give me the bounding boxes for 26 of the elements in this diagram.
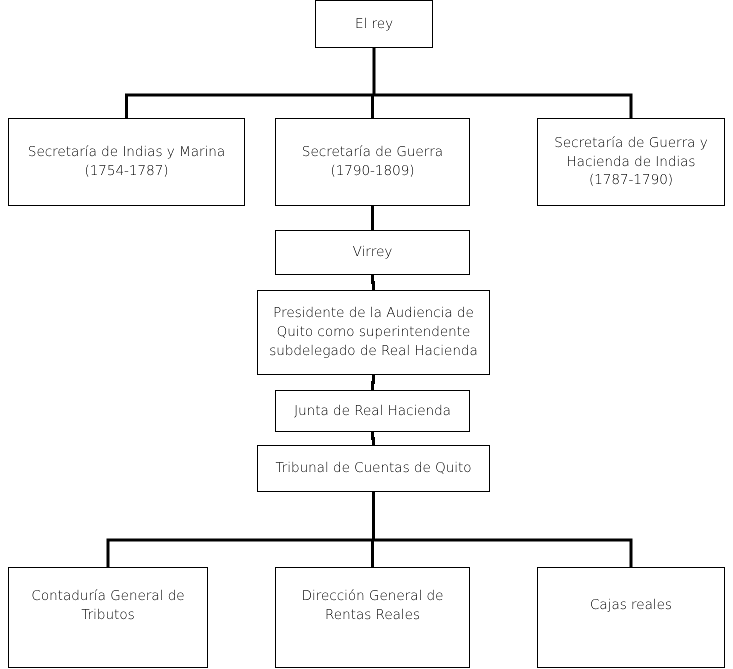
org-box (315, 0, 433, 48)
org-box (257, 290, 490, 375)
org-box (275, 230, 470, 275)
org-box (537, 118, 725, 206)
org-box (275, 118, 470, 206)
connector-line (371, 274, 375, 292)
connector-line (371, 204, 374, 232)
box-label: Secretaría de Indias y Marina (1754-1787) (26, 143, 226, 181)
connector-line (371, 374, 375, 392)
org-box (275, 390, 470, 432)
box-label: Secretaría de Guerra (1790-1809) (300, 143, 444, 181)
box-label: Cajas reales (590, 596, 672, 615)
org-box (257, 445, 490, 492)
org-box (8, 118, 245, 206)
box-label: Virrey (352, 243, 392, 262)
org-box (275, 567, 470, 668)
org-box (537, 567, 725, 668)
box-label: Secretaría de Guerra y Hacienda de Indias (1787-1790) (553, 134, 709, 190)
box-label: Junta de Real Hacienda (294, 402, 451, 420)
box-label: Presidente de la Audiencia de Quito como superintendente subdelegado de Real Hacienda (268, 304, 479, 361)
connector-line (371, 430, 375, 446)
box-label: Contaduría General de Tributos (30, 586, 186, 624)
box-label: Dirección General de Rentas Reales (300, 586, 444, 624)
box-label: El rey (354, 14, 394, 34)
box-label: Tribunal de Cuentas de Quito (275, 459, 472, 478)
org-box (8, 567, 208, 668)
